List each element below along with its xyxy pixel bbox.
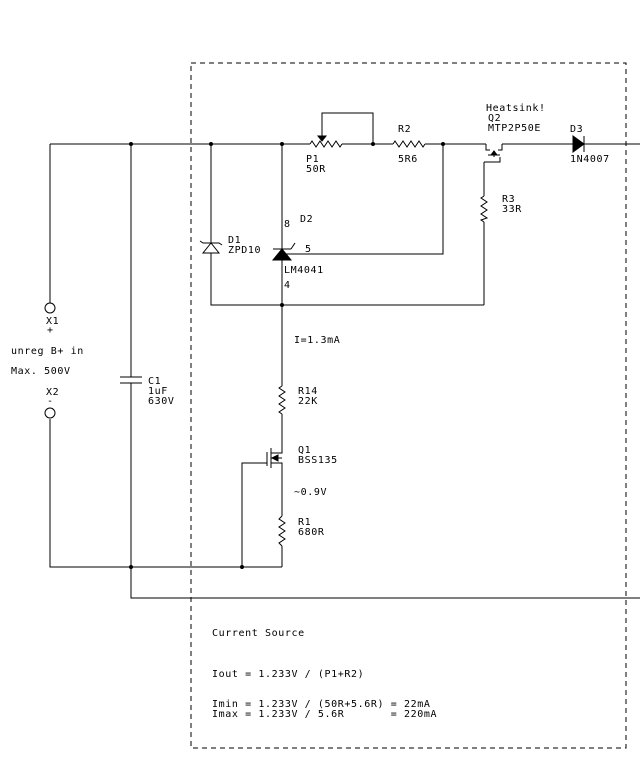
- capacitor-c1: [120, 376, 142, 384]
- r1-value: 680R: [298, 527, 325, 538]
- c1-ref: C1: [148, 376, 161, 387]
- diode-d3: [572, 135, 585, 153]
- r3-value: 33R: [502, 204, 522, 215]
- d2-value: LM4041: [284, 265, 324, 276]
- q2-note: Heatsink!: [486, 103, 546, 114]
- formula-imax: Imax = 1.233V / 5.6R = 220mA: [212, 709, 437, 720]
- zener-d1: [199, 240, 223, 254]
- r2-ref: R2: [398, 124, 411, 135]
- terminal-x1: [44, 302, 56, 314]
- input-label-line1: unreg B+ in: [11, 346, 84, 357]
- q2-value: MTP2P50E: [488, 123, 541, 134]
- d3-value: 1N4007: [570, 154, 610, 165]
- resistor-r2: [392, 140, 426, 148]
- mosfet-q2: [484, 144, 503, 163]
- reference-d2: [271, 242, 296, 261]
- resistor-r14: [278, 385, 286, 415]
- potentiometer-p1: [309, 131, 343, 148]
- d1-ref: D1: [228, 235, 241, 246]
- d2-pin5: 5: [305, 244, 312, 255]
- input-label-line2: Max. 500V: [11, 366, 71, 377]
- q1-ref: Q1: [298, 445, 311, 456]
- r1-ref: R1: [298, 517, 311, 528]
- module-boundary: [190, 62, 627, 749]
- q1-value: BSS135: [298, 455, 338, 466]
- x2-sign: -: [47, 396, 54, 407]
- d1-value: ZPD10: [228, 245, 261, 256]
- d2-pin4: 4: [284, 280, 291, 291]
- formula-imin: Imin = 1.233V / (50R+5.6R) = 22mA: [212, 699, 430, 710]
- junctions: [129, 142, 445, 569]
- c1-voltage: 630V: [148, 396, 174, 407]
- voltage-annotation: ~0.9V: [294, 487, 327, 498]
- c1-value: 1uF: [148, 386, 168, 397]
- p1-ref: P1: [306, 154, 319, 165]
- notes-title: Current Source: [212, 628, 305, 639]
- formula-iout: Iout = 1.233V / (P1+R2): [212, 669, 364, 680]
- current-annotation: I=1.3mA: [294, 335, 340, 346]
- d3-ref: D3: [570, 124, 583, 135]
- x1-ref: X1: [46, 316, 59, 327]
- wiring: [49, 112, 640, 599]
- x2-ref: X2: [46, 387, 59, 398]
- terminal-x2: [44, 407, 56, 419]
- r14-value: 22K: [298, 396, 318, 407]
- q2-ref: Q2: [488, 113, 501, 124]
- p1-value: 50R: [306, 164, 326, 175]
- r3-ref: R3: [502, 194, 515, 205]
- r2-value: 5R6: [398, 154, 418, 165]
- mosfet-q1: [266, 446, 283, 468]
- d2-ref: D2: [300, 214, 313, 225]
- resistor-r1: [278, 515, 286, 547]
- resistor-r3: [479, 195, 489, 223]
- x1-sign: +: [47, 325, 54, 336]
- d2-pin8: 8: [284, 219, 291, 230]
- r14-ref: R14: [298, 386, 318, 397]
